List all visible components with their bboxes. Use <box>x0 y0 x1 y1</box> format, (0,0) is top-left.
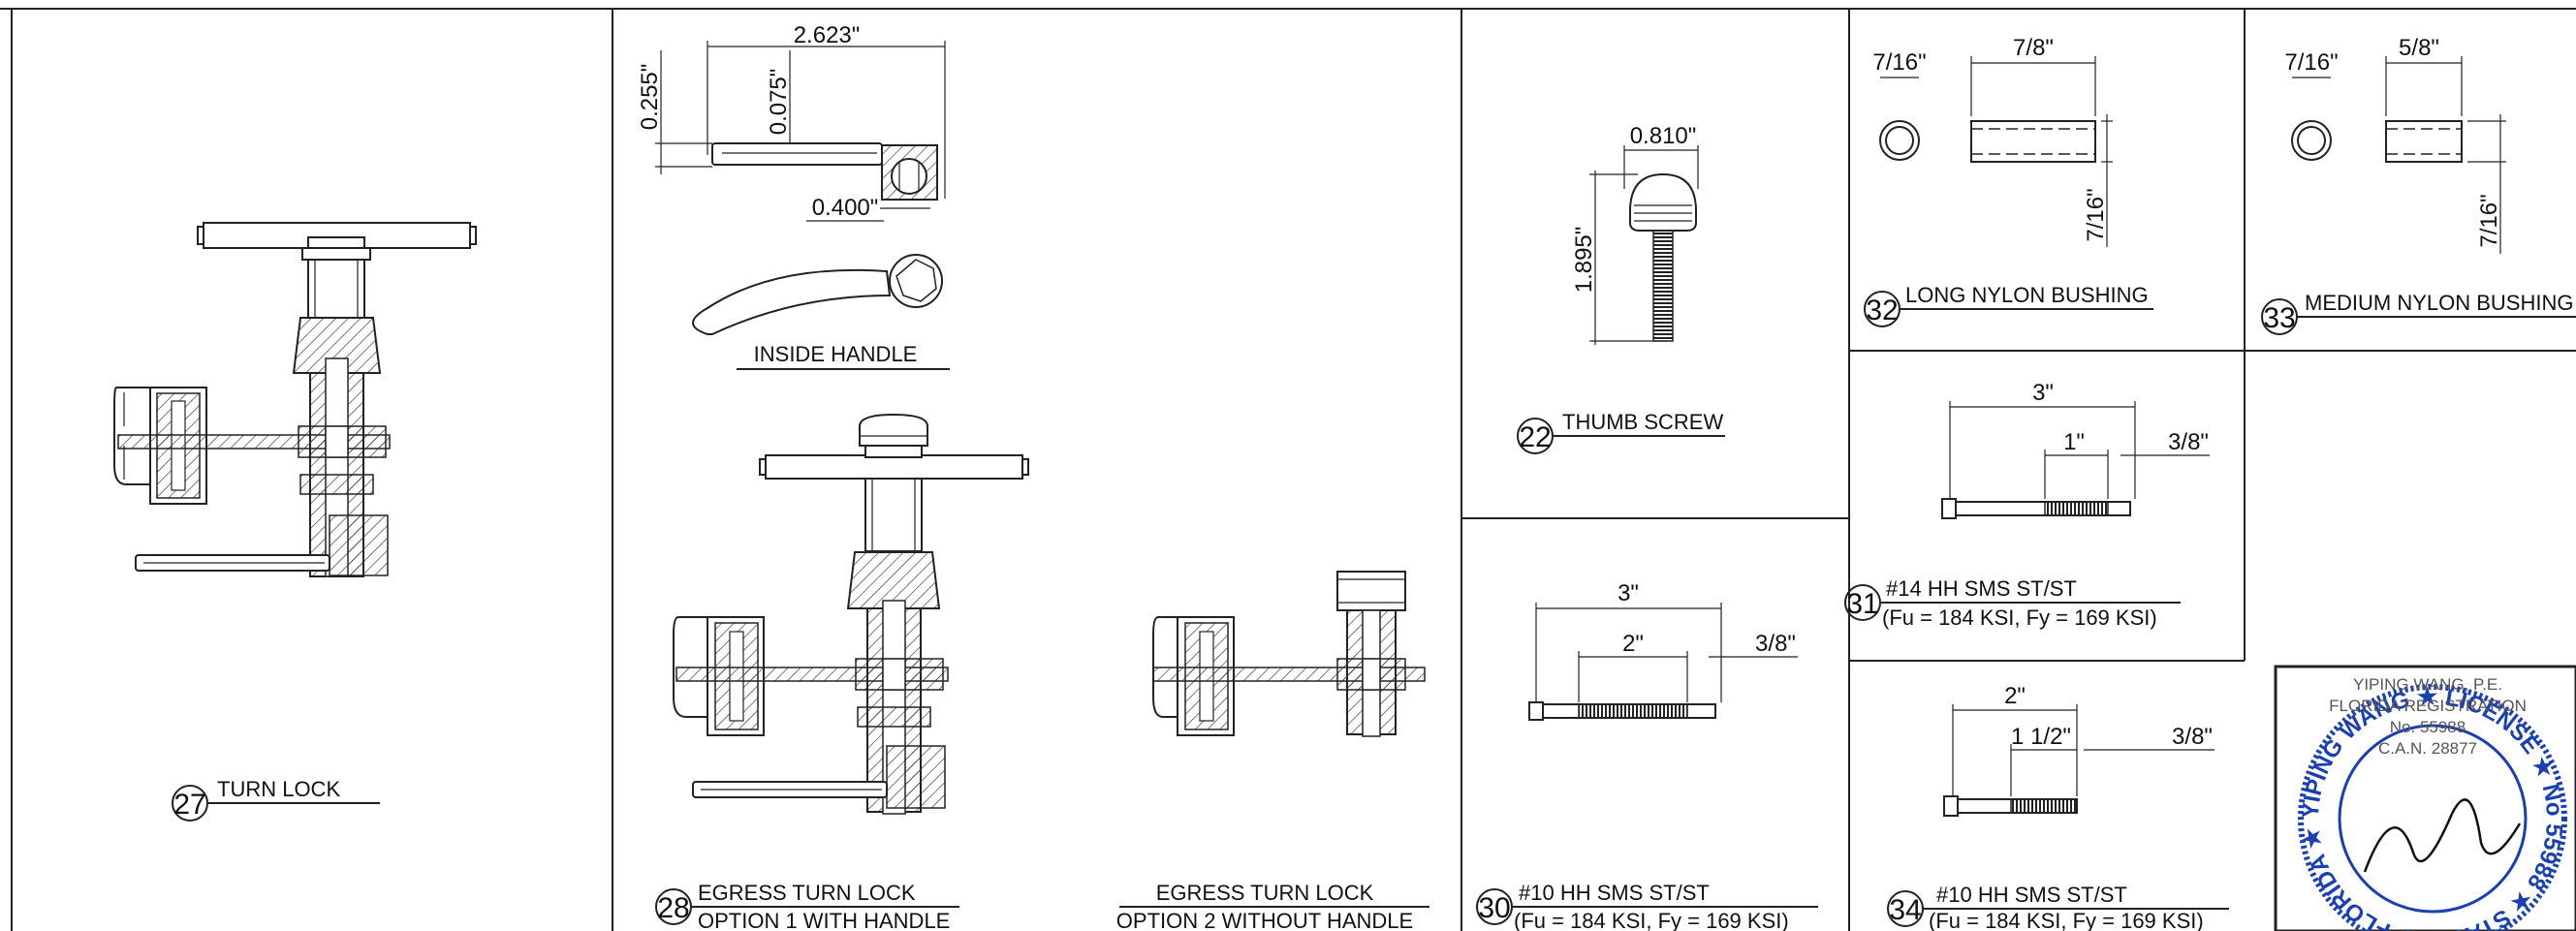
bushing-32-drawing: 7/16" 7/8" 7/16" <box>1872 35 2113 247</box>
screw-30-total-dim: 3" <box>1618 580 1639 606</box>
detail-32-callout: 32 LONG NYLON BUSHING <box>1864 283 2153 327</box>
screw-34-thread-dim: 1 1/2" <box>2011 724 2071 750</box>
detail-30-callout: 30 #10 HH SMS ST/ST (Fu = 184 KSI, Fy = … <box>1476 881 1818 931</box>
thumb-screw-drawing: 0.810" 1.895" <box>1571 123 1699 345</box>
detail-number: 31 <box>1846 588 1878 620</box>
bushing-33-drawing: 7/16" 5/8" 7/16" <box>2284 35 2506 254</box>
bushing-33-height-dim: 7/16" <box>2476 194 2502 247</box>
handle-offset-dim: 0.400" <box>812 195 879 221</box>
seal-stamp-line: C.A.N. 28877 <box>2378 739 2477 758</box>
detail-number: 32 <box>1866 295 1898 326</box>
screw-34-total-dim: 2" <box>2004 683 2026 709</box>
detail-title: TURN LOCK <box>217 777 340 801</box>
handle-height-dim: 0.255" <box>637 64 663 131</box>
screw-31-total-dim: 3" <box>2032 380 2054 406</box>
detail-22-callout: 22 THUMB SCREW <box>1517 410 1725 454</box>
bushing-33-diameter-dim: 7/16" <box>2284 49 2338 76</box>
detail-title: #10 HH SMS ST/ST <box>1936 883 2127 907</box>
turn-lock-drawing <box>113 222 477 577</box>
detail-28-callout: 28 EGRESS TURN LOCK OPTION 1 WITH HANDLE <box>655 881 959 931</box>
detail-number: 30 <box>1478 892 1510 924</box>
detail-33-callout: 33 MEDIUM NYLON BUSHING <box>2261 291 2576 335</box>
detail-number: 34 <box>1889 894 1921 926</box>
detail-subtitle: (Fu = 184 KSI, Fy = 169 KSI) <box>1514 909 1789 931</box>
screw-31-head-dim: 3/8" <box>2168 429 2209 455</box>
screw-31-thread-dim: 1" <box>2063 429 2085 455</box>
detail-number: 33 <box>2263 302 2295 334</box>
detail-title: LONG NYLON BUSHING <box>1905 283 2149 307</box>
detail-number: 28 <box>657 892 689 924</box>
detail-27-callout: 27 TURN LOCK <box>172 777 380 822</box>
egress-option2-drawing <box>1152 571 1426 737</box>
egress-option2-callout: EGRESS TURN LOCK OPTION 2 WITHOUT HANDLE <box>1116 881 1429 931</box>
seal-stamp-line: FLORIDA REGISTRATION <box>2329 697 2527 715</box>
detail-title: EGRESS TURN LOCK <box>1156 881 1374 905</box>
detail-subtitle: (Fu = 184 KSI, Fy = 169 KSI) <box>1929 909 2204 931</box>
bushing-32-height-dim: 7/16" <box>2083 188 2109 241</box>
inside-handle-drawing: 2.623" 0.255" 0.075" 0.400" INSIDE HANDL… <box>637 22 950 370</box>
sheet-frame <box>0 8 2576 931</box>
detail-title: EGRESS TURN LOCK <box>698 881 916 905</box>
detail-subtitle: OPTION 2 WITHOUT HANDLE <box>1116 909 1413 931</box>
detail-34-callout: 34 #10 HH SMS ST/ST (Fu = 184 KSI, Fy = … <box>1887 883 2229 931</box>
egress-option1-drawing <box>673 413 1029 815</box>
seal-stamp-line: YIPING WANG, P.E. <box>2353 675 2502 694</box>
detail-title: THUMB SCREW <box>1562 410 1723 434</box>
bushing-33-length-dim: 5/8" <box>2399 35 2439 61</box>
thumb-width-dim: 0.810" <box>1630 123 1697 149</box>
signature <box>2363 798 2522 873</box>
detail-subtitle: OPTION 1 WITH HANDLE <box>698 909 950 931</box>
thumb-length-dim: 1.895" <box>1571 227 1597 294</box>
detail-31-callout: 31 #14 HH SMS ST/ST (Fu = 184 KSI, Fy = … <box>1844 576 2181 630</box>
seal-stamp-line: No. 55988 <box>2390 718 2466 736</box>
detail-number: 27 <box>173 789 205 821</box>
handle-caption: INSIDE HANDLE <box>754 342 918 366</box>
screw-34-head-dim: 3/8" <box>2172 724 2213 750</box>
handle-thickness-dim: 0.075" <box>766 69 792 136</box>
bushing-32-diameter-dim: 7/16" <box>1872 49 1926 76</box>
detail-title: MEDIUM NYLON BUSHING <box>2305 291 2573 315</box>
handle-length-dim: 2.623" <box>794 22 861 48</box>
screw-34-drawing: 2" 1 1/2" 3/8" <box>1943 683 2215 817</box>
screw-30-thread-dim: 2" <box>1622 631 1644 657</box>
detail-title: #10 HH SMS ST/ST <box>1519 881 1710 905</box>
screw-31-drawing: 3" 1" 3/8" <box>1941 380 2210 519</box>
detail-title: #14 HH SMS ST/ST <box>1886 576 2077 601</box>
detail-subtitle: (Fu = 184 KSI, Fy = 169 KSI) <box>1882 605 2157 630</box>
screw-30-drawing: 3" 2" 3/8" <box>1528 580 1798 721</box>
bushing-32-length-dim: 7/8" <box>2013 35 2054 61</box>
screw-30-head-dim: 3/8" <box>1755 631 1796 657</box>
detail-number: 22 <box>1519 421 1551 453</box>
